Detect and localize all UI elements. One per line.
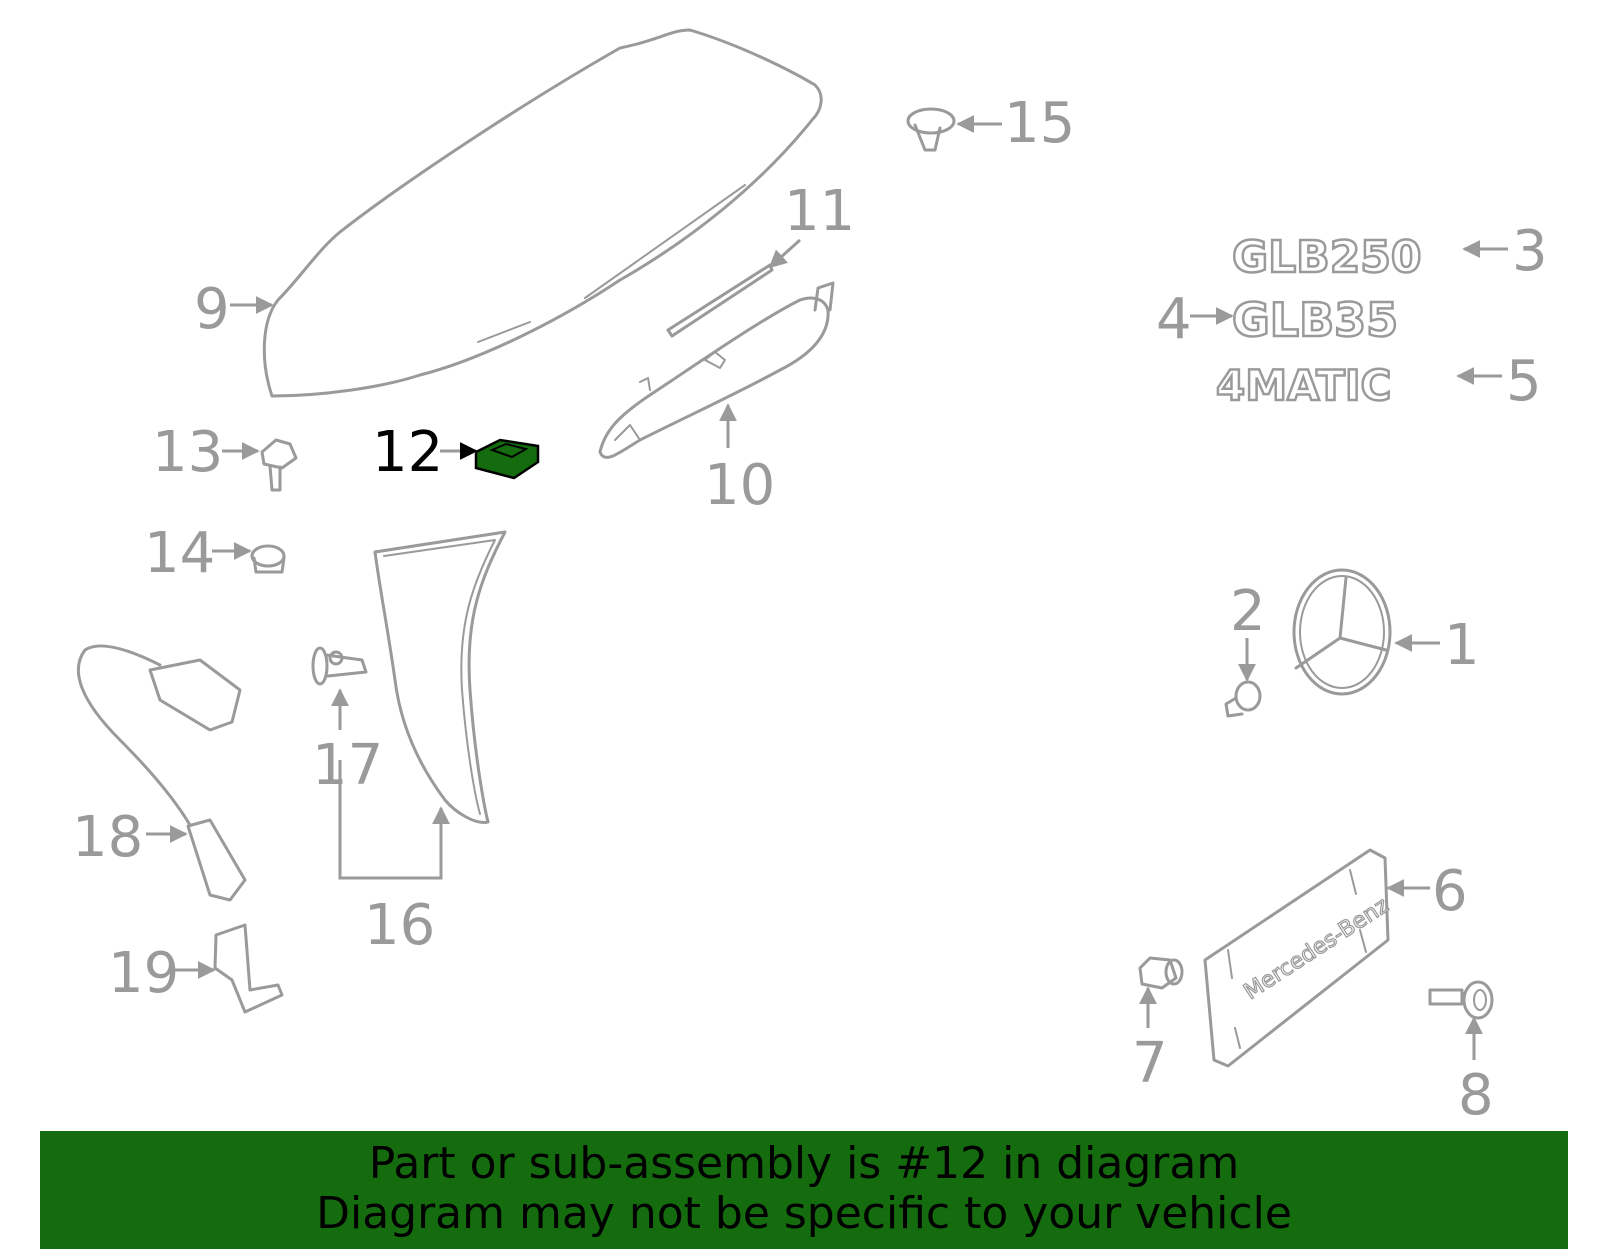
part-9-rear-window[interactable] bbox=[262, 28, 823, 398]
part-13-clip[interactable] bbox=[260, 438, 298, 492]
callout-14[interactable]: 14 bbox=[144, 521, 215, 586]
callout-12-highlighted[interactable]: 12 bbox=[372, 420, 443, 485]
callout-4[interactable]: 4 bbox=[1156, 287, 1192, 352]
callout-13[interactable]: 13 bbox=[152, 420, 223, 485]
part-17-push-pin[interactable] bbox=[311, 646, 368, 686]
svg-text:4MATIC: 4MATIC bbox=[1216, 361, 1391, 410]
callout-11[interactable]: 11 bbox=[784, 179, 855, 244]
callout-6[interactable]: 6 bbox=[1432, 859, 1468, 924]
callout-3[interactable]: 3 bbox=[1512, 219, 1548, 284]
callout-18[interactable]: 18 bbox=[72, 805, 143, 870]
part-4-glb35-emblem[interactable]: GLB35 bbox=[1231, 292, 1400, 349]
banner-line-1: Part or sub-assembly is #12 in diagram bbox=[368, 1138, 1240, 1189]
part-18-wiring-harness[interactable] bbox=[76, 644, 247, 902]
part-3-glb250-emblem[interactable]: GLB250 bbox=[1231, 231, 1423, 285]
leader-arrows bbox=[146, 115, 1508, 1060]
part-19-bracket[interactable] bbox=[213, 923, 284, 1014]
plate-brand-text: Mercedes-Benz bbox=[1240, 893, 1394, 1005]
part-11-seal-strip[interactable] bbox=[666, 263, 774, 338]
info-banner: Part or sub-assembly is #12 in diagram D… bbox=[40, 1131, 1568, 1249]
callout-1[interactable]: 1 bbox=[1444, 613, 1480, 678]
callout-labels: 1 2 3 4 5 6 7 8 9 10 11 12 13 14 15 16 1… bbox=[72, 91, 1548, 1128]
part-14-nut[interactable] bbox=[250, 544, 286, 574]
part-7-bolt[interactable] bbox=[1138, 956, 1184, 990]
callout-19[interactable]: 19 bbox=[108, 941, 179, 1006]
svg-text:GLB35: GLB35 bbox=[1232, 293, 1398, 347]
svg-text:GLB250: GLB250 bbox=[1232, 232, 1422, 283]
callout-8[interactable]: 8 bbox=[1458, 1063, 1494, 1128]
callout-15[interactable]: 15 bbox=[1004, 91, 1075, 156]
part-12-highlighted-pad[interactable] bbox=[474, 438, 540, 480]
part-5-4matic-emblem[interactable]: 4MATIC bbox=[1215, 360, 1393, 412]
callout-7[interactable]: 7 bbox=[1132, 1031, 1168, 1096]
callout-9[interactable]: 9 bbox=[194, 277, 230, 342]
part-6-license-plate-bracket[interactable]: Mercedes-Benz bbox=[1203, 848, 1394, 1068]
part-16-side-trim[interactable] bbox=[373, 530, 507, 824]
part-8-screw[interactable] bbox=[1428, 980, 1494, 1020]
callout-5[interactable]: 5 bbox=[1506, 349, 1542, 414]
callout-10[interactable]: 10 bbox=[704, 453, 775, 518]
callout-16[interactable]: 16 bbox=[364, 893, 435, 958]
banner-line-2: Diagram may not be specific to your vehi… bbox=[316, 1188, 1292, 1239]
callout-17[interactable]: 17 bbox=[312, 733, 383, 798]
callout-2[interactable]: 2 bbox=[1230, 579, 1266, 644]
part-1-star-emblem[interactable] bbox=[1292, 568, 1392, 696]
part-2-nut[interactable] bbox=[1224, 680, 1262, 718]
part-10-spoiler-bracket[interactable] bbox=[598, 281, 835, 459]
part-15-clip[interactable] bbox=[906, 107, 956, 152]
